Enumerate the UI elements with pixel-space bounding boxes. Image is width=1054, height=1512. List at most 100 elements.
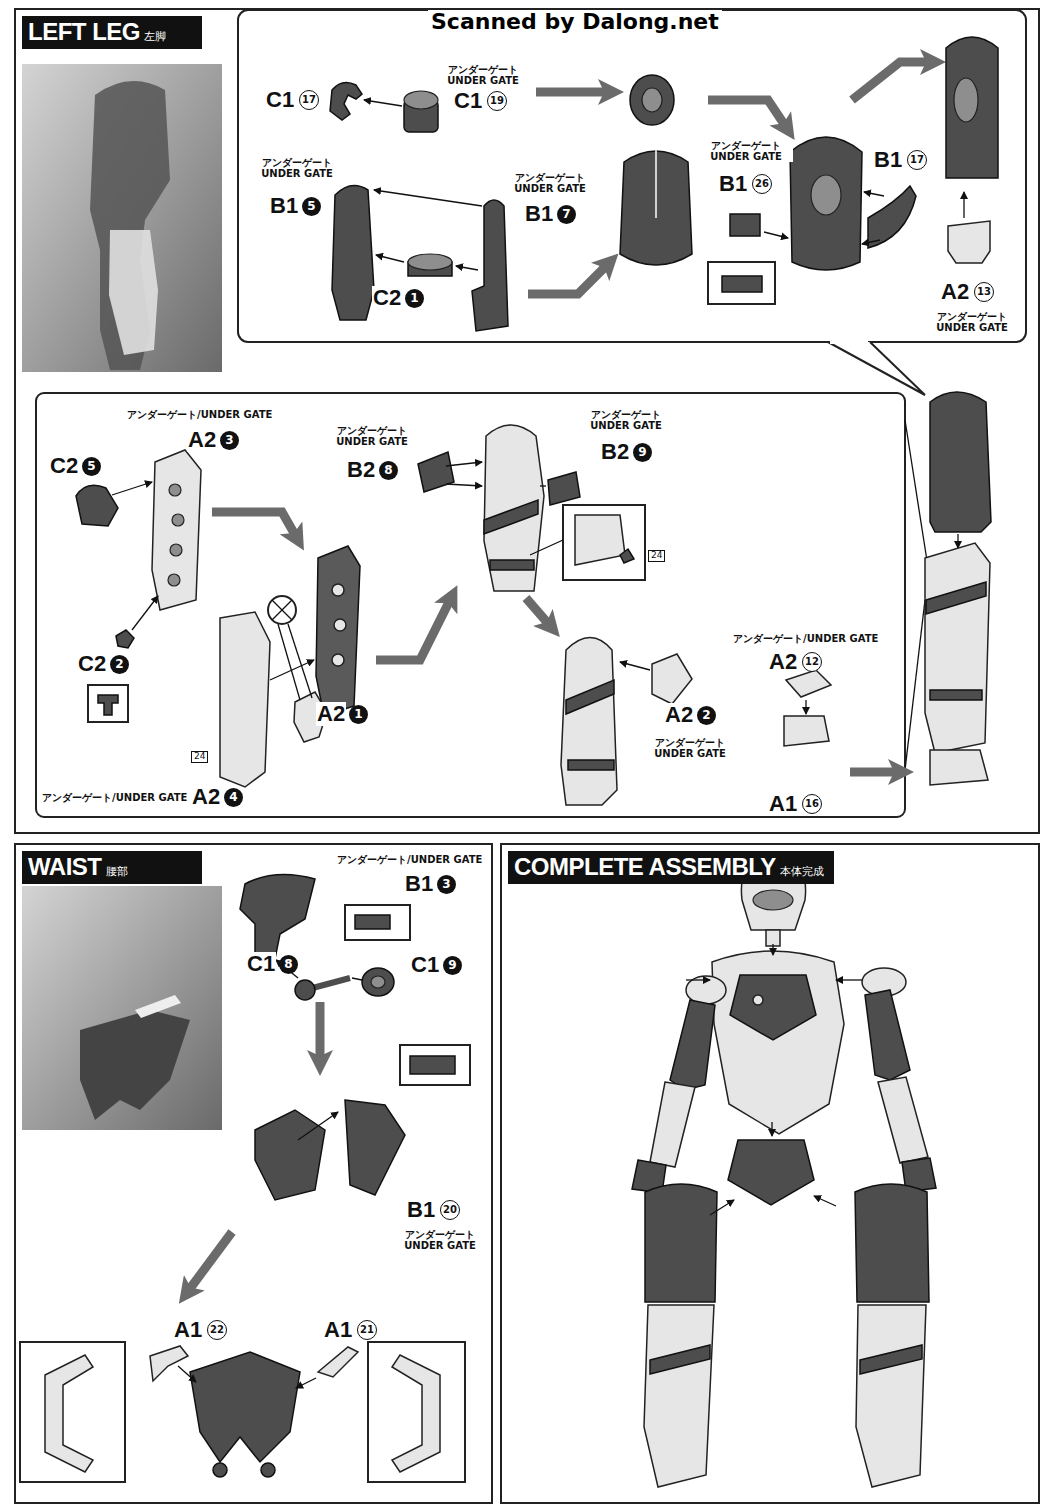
part-drawings <box>334 619 346 631</box>
part-drawings <box>212 512 298 540</box>
part-drawings <box>855 1184 929 1302</box>
part-drawings <box>766 930 780 946</box>
part-drawings <box>98 695 118 715</box>
reference-photo <box>109 230 158 355</box>
part-number: 26 <box>752 174 772 194</box>
part-drawings <box>408 254 452 270</box>
part-code: A1 <box>323 1318 353 1342</box>
part-drawings <box>330 82 362 120</box>
part-code: C2 <box>49 454 79 478</box>
part-number: 1 <box>405 289 424 308</box>
part-drawings <box>862 240 880 244</box>
section-header: WAIST 腰部 <box>22 851 202 884</box>
part-drawings <box>642 88 662 112</box>
part-drawings <box>368 1342 465 1482</box>
part-number: 2 <box>110 655 129 674</box>
part-drawings <box>852 62 934 100</box>
part-drawings <box>318 1347 358 1377</box>
section-subtitle: 左脚 <box>144 30 166 43</box>
part-drawings <box>954 78 978 122</box>
part-number: 9 <box>443 956 462 975</box>
gate-note: アンダーゲート UNDER GATE <box>436 64 530 86</box>
part-drawings <box>278 624 300 700</box>
part-drawings <box>771 1122 772 1136</box>
part-drawings <box>536 88 612 97</box>
part-drawings <box>186 1232 232 1294</box>
part-drawings <box>856 1305 926 1487</box>
section-subtitle: 腰部 <box>106 865 128 878</box>
part-drawings <box>790 137 862 270</box>
part-number: 17 <box>907 150 927 170</box>
gate-note: アンダーゲート UNDER GATE <box>925 311 1019 333</box>
part-drawings <box>190 1352 300 1462</box>
part-drawings <box>178 1366 196 1382</box>
part-drawings <box>620 549 634 563</box>
part-drawings <box>392 1355 440 1472</box>
part-drawings <box>850 768 902 777</box>
step-frame <box>905 600 925 770</box>
part-drawings <box>926 582 986 614</box>
part-drawings <box>456 266 478 270</box>
part-drawings <box>400 1045 470 1085</box>
part-drawings <box>575 515 625 565</box>
gate-note: アンダーゲート UNDER GATE <box>699 140 793 162</box>
part-drawings <box>946 37 998 178</box>
part-drawings <box>670 1000 715 1090</box>
part-drawings <box>561 638 617 806</box>
part-drawings <box>298 1112 338 1140</box>
reference-photo <box>80 1010 190 1120</box>
part-drawings <box>814 1196 836 1206</box>
part-drawings <box>957 534 958 548</box>
part-drawings <box>650 1345 710 1374</box>
part-drawings <box>710 1200 734 1215</box>
part-number: 12 <box>802 652 822 672</box>
part-drawings <box>255 1110 325 1200</box>
section-panel: COMPLETE ASSEMBLY本体完成 <box>500 843 1040 1504</box>
part-code: B1 <box>718 172 748 196</box>
part-drawings <box>650 1082 695 1167</box>
part-drawings <box>563 505 645 580</box>
gate-note: アンダーゲート/UNDER GATE <box>41 792 188 803</box>
part-drawings <box>45 1355 93 1472</box>
part-number: 5 <box>302 197 321 216</box>
part-drawings <box>76 485 118 526</box>
part-drawings <box>526 598 552 628</box>
part-number: 3 <box>437 875 456 894</box>
step-frame <box>36 393 905 817</box>
part-number: 9 <box>633 443 652 462</box>
part-drawings <box>376 596 452 660</box>
part-code: A2 <box>191 785 221 809</box>
part-code: A1 <box>768 792 798 816</box>
section-title: WAIST <box>28 853 102 880</box>
part-drawings <box>332 186 374 320</box>
gate-note: アンダーゲート UNDER GATE <box>325 425 419 447</box>
part-drawings <box>784 716 829 746</box>
part-number: 7 <box>557 205 576 224</box>
part-drawings <box>418 452 454 492</box>
part-drawings <box>730 214 760 236</box>
section-subtitle: 本体完成 <box>780 865 824 878</box>
part-code: A2 <box>187 428 217 452</box>
part-drawings <box>728 1140 814 1205</box>
part-drawings <box>352 978 362 980</box>
gate-note: アンダーゲート UNDER GATE <box>643 737 737 759</box>
part-drawings <box>20 1342 125 1482</box>
part-drawings <box>548 472 580 505</box>
step-frame <box>828 342 925 395</box>
part-number: 8 <box>279 955 298 974</box>
part-drawings <box>296 1378 316 1388</box>
reference-photo <box>22 886 222 1130</box>
part-drawings <box>930 392 991 532</box>
part-drawings <box>708 262 775 304</box>
part-drawings <box>652 654 692 704</box>
step-frame <box>830 340 868 344</box>
part-drawings <box>345 905 410 940</box>
part-drawings <box>261 1463 275 1477</box>
gate-note: アンダーゲート UNDER GATE <box>393 1229 487 1251</box>
part-drawings <box>446 484 482 486</box>
part-number: 13 <box>974 282 994 302</box>
part-drawings <box>868 186 916 248</box>
part-drawings <box>316 546 360 716</box>
part-number: 20 <box>440 1200 460 1220</box>
part-drawings <box>172 514 184 526</box>
